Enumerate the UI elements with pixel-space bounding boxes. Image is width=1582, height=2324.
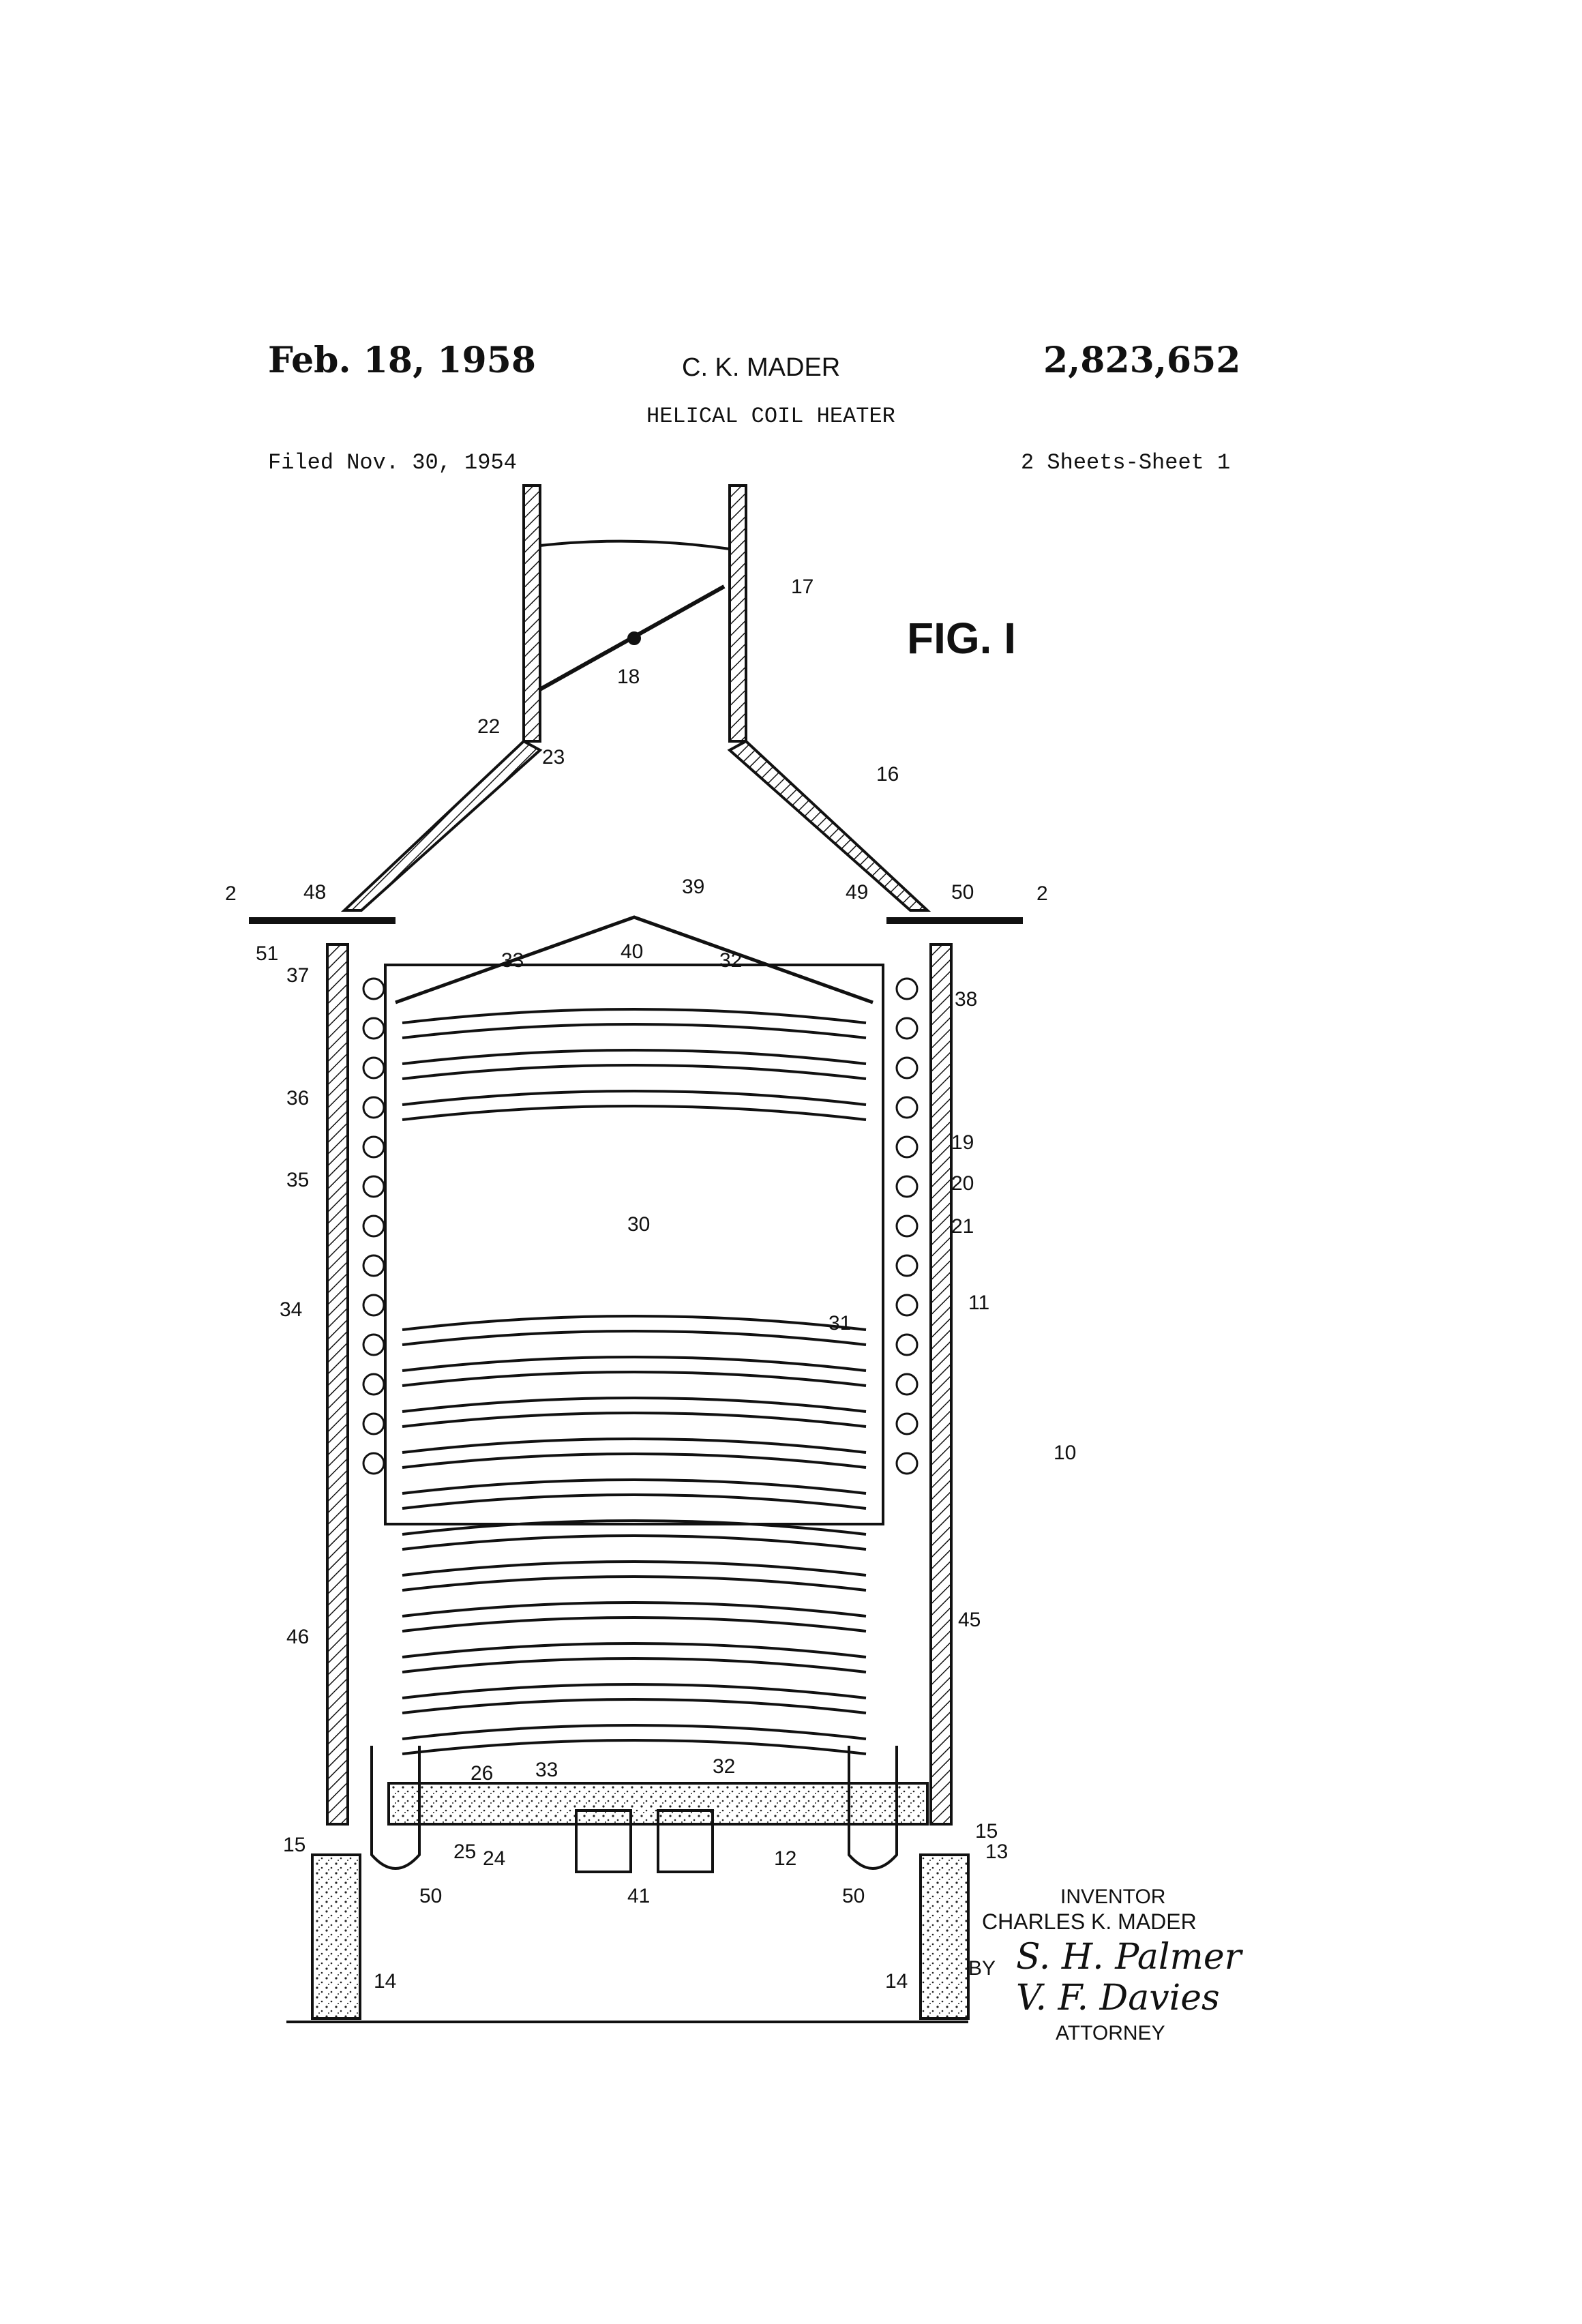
reference-numeral: 37 bbox=[286, 964, 309, 987]
coil-turn bbox=[402, 1562, 866, 1590]
reference-numeral: 30 bbox=[627, 1213, 650, 1236]
wall-tube bbox=[897, 1137, 917, 1157]
hood bbox=[344, 741, 927, 910]
reference-numeral: 12 bbox=[774, 1847, 796, 1870]
reference-numeral: 50 bbox=[419, 1885, 442, 1907]
coil-turn bbox=[402, 1439, 866, 1468]
reference-numeral: 11 bbox=[968, 1292, 989, 1314]
attorney-caption: ATTORNEY bbox=[1056, 2022, 1165, 2045]
inventor-full-name: CHARLES K. MADER bbox=[982, 1909, 1197, 1935]
reference-numeral: 51 bbox=[256, 942, 278, 965]
reference-numeral: 36 bbox=[286, 1087, 309, 1109]
coil-turn bbox=[402, 1725, 866, 1754]
reference-numeral: 40 bbox=[621, 940, 643, 963]
reference-numeral: 23 bbox=[542, 746, 565, 769]
coil-turn bbox=[402, 1050, 866, 1079]
reference-numeral: 16 bbox=[876, 763, 899, 786]
coil-turn bbox=[402, 1009, 866, 1038]
reference-numeral: 38 bbox=[955, 988, 977, 1011]
coil-turn bbox=[402, 1480, 866, 1508]
wall-tube bbox=[897, 1058, 917, 1078]
reference-numeral: 14 bbox=[885, 1970, 908, 1993]
wall-tube bbox=[897, 1414, 917, 1434]
coil-turn bbox=[402, 1603, 866, 1631]
reference-numeral: 34 bbox=[280, 1298, 302, 1321]
reference-numeral: 33 bbox=[535, 1759, 558, 1781]
reference-numeral: 24 bbox=[483, 1847, 505, 1870]
reference-numeral: 48 bbox=[303, 881, 326, 904]
reference-numeral: 41 bbox=[627, 1885, 650, 1907]
reference-numeral: 25 bbox=[453, 1841, 476, 1863]
reference-numeral: 21 bbox=[951, 1215, 974, 1238]
coil-turn bbox=[402, 1091, 866, 1120]
reference-numeral: 13 bbox=[985, 1841, 1008, 1863]
wall-tube bbox=[897, 1176, 917, 1197]
wall-tube bbox=[363, 1176, 384, 1197]
reference-numeral: 20 bbox=[951, 1172, 974, 1195]
reference-numeral: 15 bbox=[283, 1834, 305, 1856]
reference-numeral: 10 bbox=[1054, 1442, 1076, 1464]
wall-tube bbox=[363, 1335, 384, 1355]
reference-numeral: 32 bbox=[713, 1755, 735, 1778]
reference-numeral: 18 bbox=[617, 666, 640, 688]
heater-shell bbox=[249, 917, 1023, 1824]
wall-tube bbox=[897, 1374, 917, 1395]
wall-tube bbox=[363, 1295, 384, 1315]
reference-numeral: 50 bbox=[951, 881, 974, 904]
wall-tube bbox=[897, 1018, 917, 1039]
helical-coil bbox=[402, 1009, 866, 1754]
reference-numeral: 14 bbox=[374, 1970, 396, 1993]
attorney-signature-2: V. F. Davies bbox=[1016, 1978, 1220, 2018]
section-mark: 2 bbox=[1036, 882, 1048, 905]
reference-numeral: 32 bbox=[719, 949, 742, 972]
wall-tube bbox=[897, 1295, 917, 1315]
by-label: BY bbox=[968, 1957, 996, 1980]
reference-numeral: 49 bbox=[846, 881, 868, 904]
wall-tube bbox=[363, 1414, 384, 1434]
reference-numeral: 19 bbox=[951, 1131, 974, 1154]
coil-turn bbox=[402, 1684, 866, 1713]
wall-tube bbox=[897, 1255, 917, 1276]
reference-numeral: 26 bbox=[471, 1762, 493, 1785]
wall-tube bbox=[363, 1137, 384, 1157]
reference-numeral: 46 bbox=[286, 1626, 309, 1648]
wall-tube bbox=[897, 1453, 917, 1474]
wall-tube bbox=[897, 1335, 917, 1355]
stack-pipe bbox=[524, 486, 746, 741]
wall-tube bbox=[363, 1097, 384, 1118]
wall-tube bbox=[363, 1058, 384, 1078]
wall-tube bbox=[363, 1374, 384, 1395]
wall-tube bbox=[363, 1018, 384, 1039]
wall-tube bbox=[363, 1255, 384, 1276]
reference-numeral: 15 bbox=[975, 1820, 998, 1843]
wall-tube bbox=[897, 1097, 917, 1118]
coil-turn bbox=[402, 1316, 866, 1345]
reference-numeral: 50 bbox=[842, 1885, 865, 1907]
wall-tube bbox=[897, 1216, 917, 1236]
coil-turn bbox=[402, 1357, 866, 1386]
svg-text:FIG. I: FIG. I bbox=[907, 614, 1016, 663]
coil-turn bbox=[402, 1398, 866, 1427]
reference-numeral: 22 bbox=[477, 715, 500, 738]
section-mark: 2 bbox=[225, 882, 237, 905]
reference-numeral: 35 bbox=[286, 1169, 309, 1191]
coil-turn bbox=[402, 1643, 866, 1672]
wall-tube bbox=[363, 1453, 384, 1474]
wall-tube bbox=[363, 979, 384, 999]
inventor-caption: INVENTOR bbox=[1060, 1886, 1165, 1909]
reference-numeral: 33 bbox=[501, 949, 524, 972]
figure-label: FIG. I bbox=[907, 614, 1016, 663]
attorney-signature-1: S. H. Palmer bbox=[1016, 1937, 1241, 1978]
reference-numeral: 45 bbox=[958, 1609, 981, 1631]
reference-numeral: 17 bbox=[791, 576, 814, 598]
reference-numeral: 31 bbox=[829, 1312, 851, 1335]
wall-tube bbox=[897, 979, 917, 999]
reference-numeral: 39 bbox=[682, 876, 704, 898]
wall-tube bbox=[363, 1216, 384, 1236]
